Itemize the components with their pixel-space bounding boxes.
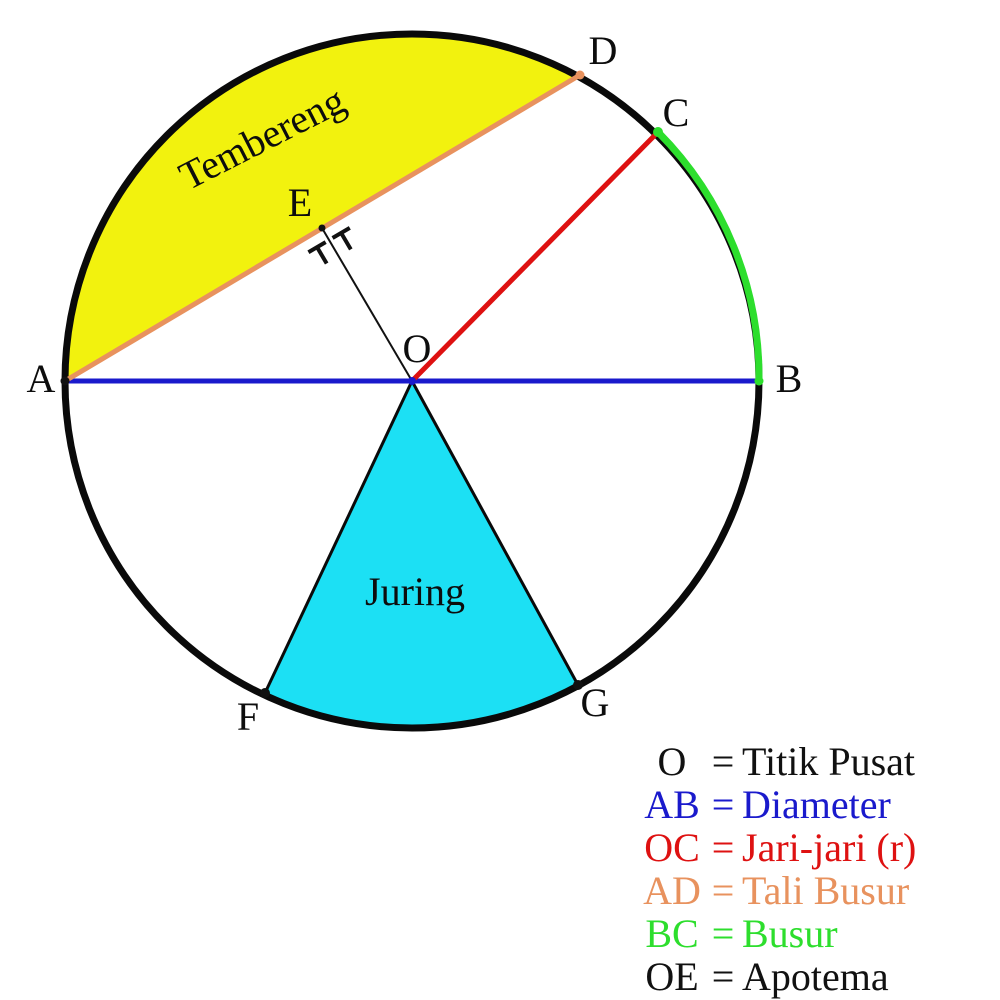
segment-region (64, 31, 580, 381)
legend-row-apotema: OE = Apotema (640, 955, 990, 998)
legend-abbr: AB (644, 782, 700, 827)
legend-row-diameter: AB = Diameter (640, 783, 990, 826)
legend-name: Titik Pusat (742, 739, 916, 784)
point-label-o: O (403, 326, 432, 371)
legend-row-busur: BC = Busur (640, 912, 990, 955)
point-label-e: E (288, 180, 312, 225)
arc-bc (654, 128, 763, 385)
legend-row-jari-jari: OC = Jari-jari (r) (640, 826, 990, 869)
legend-equals: = (711, 954, 735, 999)
legend-name: Tali Busur (742, 868, 910, 913)
legend-equals: = (711, 782, 735, 827)
legend-name: Jari-jari (r) (742, 825, 917, 870)
radius-oc (410, 130, 660, 383)
legend-equals: = (711, 739, 735, 784)
apothem-oe (321, 227, 413, 382)
legend-row-titik-pusat: O = Titik Pusat (640, 740, 990, 783)
legend-abbr: OE (645, 954, 699, 999)
point-label-d: D (589, 28, 618, 73)
point-dot-o (408, 377, 416, 385)
sector-label: Juring (365, 569, 465, 614)
legend-abbr: AD (643, 868, 701, 913)
point-dot-f (260, 688, 270, 698)
point-label-a: A (27, 356, 56, 401)
point-dot-a (60, 376, 70, 386)
legend-abbr: O (657, 739, 687, 784)
point-dot-b (754, 376, 764, 386)
legend-row-tali-busur: AD = Tali Busur (640, 869, 990, 912)
sector-region (265, 381, 578, 727)
sector-edge-og (410, 380, 580, 686)
point-dot-c (653, 127, 663, 137)
point-label-f: F (237, 694, 259, 739)
point-dot-d (575, 70, 585, 80)
point-label-c: C (663, 90, 690, 135)
point-dot-g (573, 680, 583, 690)
right-angle-tick-upper (331, 226, 353, 251)
sector-edge-of (263, 380, 414, 694)
legend-equals: = (711, 911, 735, 956)
legend-equals: = (711, 825, 735, 870)
legend-equals: = (711, 868, 735, 913)
legend: O = Titik Pusat AB = Diameter OC = Jari-… (640, 740, 990, 998)
point-dot-e (318, 224, 326, 232)
legend-name: Apotema (742, 954, 889, 999)
right-angle-tick-lower (307, 240, 329, 265)
legend-abbr: BC (645, 911, 699, 956)
legend-name: Busur (742, 911, 838, 956)
right-angle-mark (307, 226, 353, 265)
point-label-g: G (581, 680, 610, 725)
legend-abbr: OC (644, 825, 700, 870)
point-label-b: B (776, 356, 803, 401)
legend-name: Diameter (742, 782, 891, 827)
